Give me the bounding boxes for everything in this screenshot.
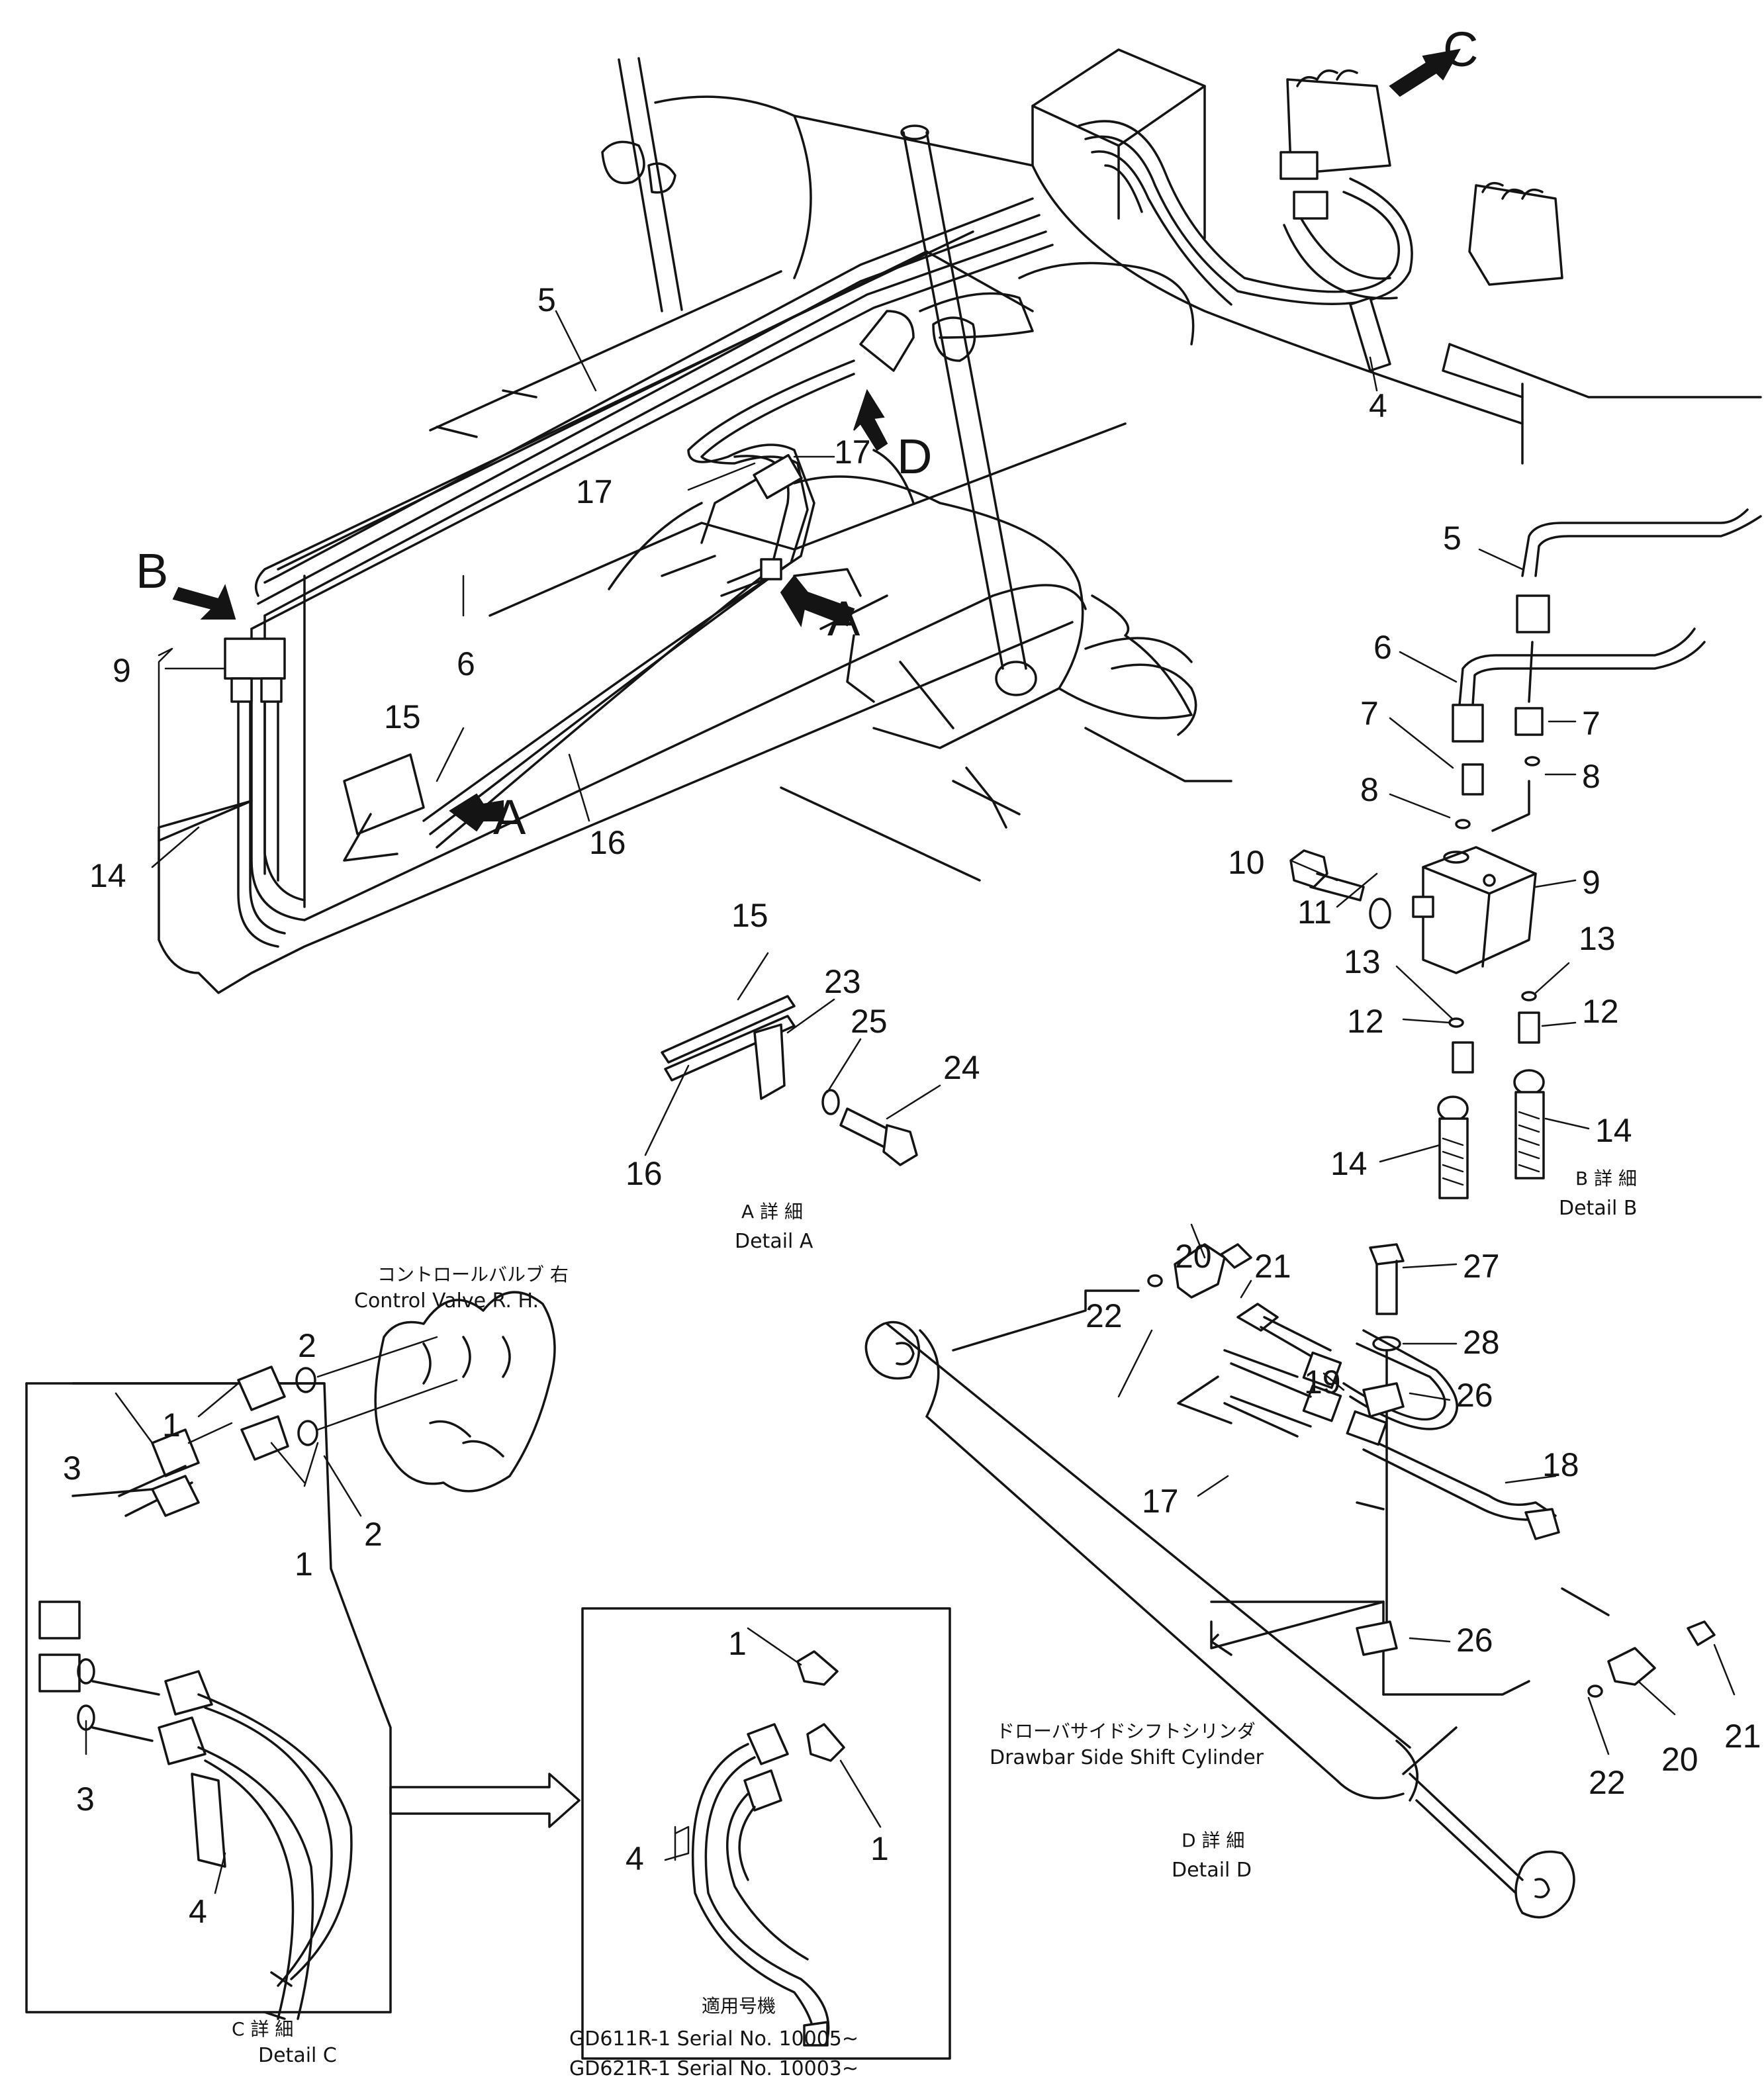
lift-rod-left	[601, 57, 683, 312]
view-arrow-d	[853, 389, 888, 451]
view-arrow-a-lower	[449, 793, 504, 832]
drawbar-frame	[158, 48, 1524, 994]
applicability-line-2: GD621R-1 Serial No. 10003~	[569, 2057, 859, 2080]
detail-c-caption-en: Detail C	[258, 2044, 337, 2067]
lift-rod-right	[900, 124, 1037, 696]
cylinder-mount-d	[859, 292, 1034, 372]
variant-detail-box	[581, 1607, 951, 2060]
callout-21-d-right: 21	[1724, 1718, 1761, 1755]
callout-16-a: 16	[626, 1155, 663, 1192]
callout-14-main: 14	[89, 857, 126, 894]
view-arrow-a-upper	[780, 575, 855, 627]
callout-7-b-left: 7	[1360, 695, 1379, 732]
detail-d-view	[864, 1223, 1736, 1919]
detail-a-view	[644, 952, 941, 1166]
callout-8-b-right: 8	[1582, 758, 1601, 795]
callout-4-main: 4	[1369, 387, 1387, 424]
applicability-line-1: GD611R-1 Serial No. 10005~	[569, 2027, 859, 2051]
main-assembly-view	[151, 48, 1762, 994]
callout-numbers: 5 6 4 17 17 15 16 9 14 5 6 7 7 8 8 9 10 …	[63, 281, 1761, 1930]
marker-d: D	[897, 429, 932, 484]
control-valve-label-jp: コントロールバルブ 右	[377, 1264, 569, 1285]
marker-a-lower: A	[493, 790, 526, 845]
callout-11-b: 11	[1297, 894, 1332, 931]
marker-a-upper: A	[827, 591, 860, 646]
callout-9-b: 9	[1582, 864, 1601, 901]
callout-16-main: 16	[589, 824, 626, 861]
callout-3-c-upper: 3	[63, 1450, 81, 1487]
callout-22-d-right: 22	[1589, 1764, 1626, 1801]
callout-6-b: 6	[1373, 629, 1392, 666]
callout-17-main-b: 17	[834, 434, 871, 471]
callout-1-c-lower: 1	[295, 1546, 313, 1583]
callout-8-b-left: 8	[1360, 771, 1379, 808]
applicability-title: 適用号機	[702, 1995, 776, 2017]
marker-b: B	[136, 543, 168, 598]
callout-1-variant-upper: 1	[728, 1625, 747, 1662]
callout-28-d: 28	[1463, 1324, 1500, 1361]
callout-15-main: 15	[384, 698, 421, 735]
cylinder-label-jp: ドローバサイドシフトシリンダ	[996, 1720, 1256, 1742]
callout-25-a: 25	[851, 1003, 888, 1040]
marker-c: C	[1443, 22, 1478, 77]
callout-13-b-right: 13	[1579, 920, 1616, 957]
detail-c-view	[25, 1291, 580, 2020]
detail-b-caption-en: Detail B	[1559, 1197, 1638, 1220]
view-arrow-b	[172, 584, 236, 620]
callout-26-d-upper: 26	[1456, 1377, 1493, 1414]
callout-15-a: 15	[731, 897, 768, 934]
callout-14-b-left: 14	[1330, 1145, 1368, 1182]
captions: A 詳 細 Detail A B 詳 細 Detail B コントロールバルブ …	[232, 1168, 1638, 2080]
callout-18-d: 18	[1542, 1446, 1579, 1483]
detail-d-caption-jp: D 詳 細	[1182, 1830, 1244, 1851]
callout-3-c-lower: 3	[76, 1781, 95, 1818]
detail-a-caption-en: Detail A	[735, 1230, 813, 1253]
callout-2-c-lower: 2	[364, 1516, 383, 1553]
callout-27-d: 27	[1463, 1248, 1500, 1285]
callout-7-b-right: 7	[1582, 705, 1601, 742]
callout-23-a: 23	[824, 963, 861, 1000]
cylinder-label-en: Drawbar Side Shift Cylinder	[990, 1746, 1264, 1769]
callout-4-c: 4	[189, 1893, 207, 1930]
callout-13-b-left: 13	[1344, 943, 1381, 980]
view-arrow-c	[1389, 48, 1461, 97]
detail-b-caption-jp: B 詳 細	[1575, 1168, 1637, 1189]
callout-12-b-right: 12	[1582, 993, 1619, 1030]
detail-b-view	[1289, 508, 1762, 1199]
leader-lines-main	[151, 310, 1378, 868]
callout-22-d-left: 22	[1086, 1297, 1123, 1334]
callout-24-a: 24	[943, 1049, 980, 1086]
block-9-assembly	[224, 637, 286, 948]
hoses-to-control-valve	[1078, 120, 1413, 372]
callout-5-b: 5	[1443, 520, 1462, 557]
callout-2-c-upper: 2	[298, 1327, 316, 1364]
callout-26-d-lower: 26	[1456, 1622, 1493, 1659]
callout-21-d-left: 21	[1254, 1248, 1291, 1285]
detail-a-caption-jp: A 詳 細	[741, 1201, 803, 1223]
detail-c-caption-jp: C 詳 細	[232, 2018, 293, 2040]
callout-9-main: 9	[113, 652, 131, 689]
callout-10-b: 10	[1228, 844, 1265, 881]
callout-17-main-a: 17	[576, 473, 613, 510]
detail-d-caption-en: Detail D	[1172, 1859, 1252, 1882]
callout-1-variant-lower: 1	[870, 1830, 889, 1867]
callout-1-c-upper: 1	[162, 1407, 181, 1444]
callout-17-d: 17	[1142, 1483, 1179, 1520]
control-valve-label-en: Control Valve R. H.	[354, 1289, 539, 1313]
callout-4-variant: 4	[626, 1840, 644, 1877]
callout-6-main: 6	[457, 645, 475, 682]
control-valves-top	[1279, 69, 1762, 465]
callout-20-d-left: 20	[1175, 1238, 1212, 1275]
view-marker-letters: B A A D C	[136, 22, 1478, 845]
callout-20-d-right: 20	[1661, 1741, 1698, 1778]
callout-19-d: 19	[1304, 1364, 1341, 1401]
callout-14-b-right: 14	[1595, 1112, 1632, 1149]
clamp-fittings-a	[343, 453, 803, 862]
callout-5-main: 5	[537, 281, 556, 318]
callout-12-b-left: 12	[1347, 1003, 1384, 1040]
